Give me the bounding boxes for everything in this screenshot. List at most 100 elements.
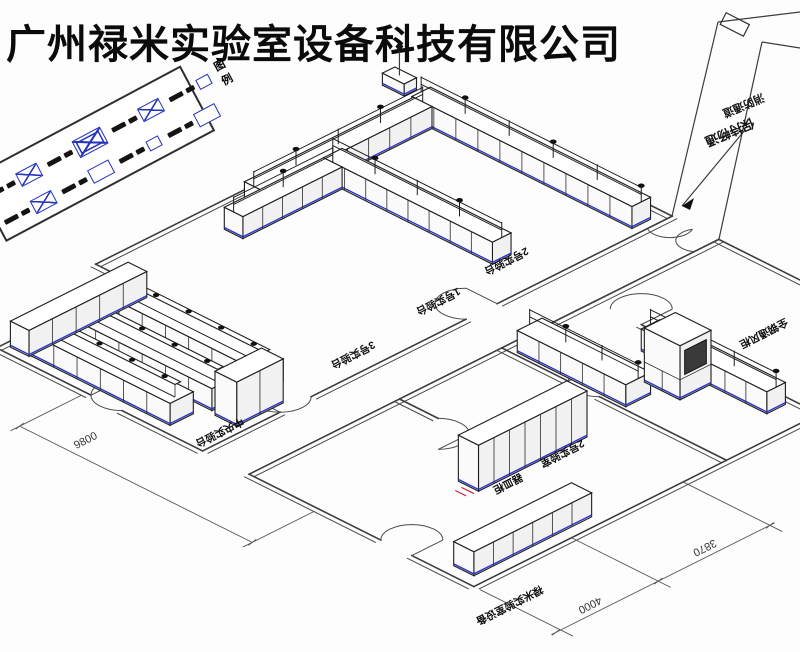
legend-text-smudge — [46, 155, 63, 168]
extension-line — [10, 394, 82, 432]
wall-line — [410, 554, 475, 588]
dim-tick — [654, 577, 663, 585]
line — [679, 363, 712, 381]
shelf-tier — [332, 145, 502, 231]
dim-tick — [15, 422, 24, 430]
wall-line — [248, 473, 382, 542]
fixture-blob — [562, 324, 570, 329]
wall-line — [243, 476, 377, 544]
legend-text-smudge — [168, 91, 185, 103]
wall-line — [406, 557, 470, 590]
fixture-blob — [138, 326, 146, 331]
legend-text-smudge — [6, 180, 17, 189]
dim-3870: 3870 — [691, 536, 718, 558]
shelf-tier — [233, 154, 334, 205]
wall-line — [116, 412, 198, 454]
low-cabinet-row — [9, 261, 149, 332]
fire-leader-arrowhead — [682, 198, 694, 210]
utility-mark — [454, 489, 467, 497]
wall-line — [207, 414, 286, 454]
legend-item — [109, 97, 166, 138]
wall-line — [713, 241, 800, 286]
wall-line — [593, 238, 720, 303]
dim-tick — [247, 539, 257, 546]
marker-diamond — [395, 41, 404, 52]
legend-symbol-small-icon — [145, 135, 163, 152]
tall-cabinet-row — [457, 380, 589, 446]
fixture-blob — [549, 139, 557, 144]
bench-base-accent — [10, 295, 148, 356]
fixture-blob — [292, 146, 300, 152]
dim-9800: 9800 — [72, 430, 99, 452]
shelf-tier — [253, 86, 423, 173]
legend-text-smudge — [61, 183, 77, 195]
fixture-blob — [279, 168, 287, 174]
wall-line — [496, 215, 674, 305]
line — [85, 315, 218, 383]
bench-base-accent — [516, 350, 651, 406]
door-leaf — [465, 287, 498, 305]
legend-text-smudge — [111, 121, 127, 134]
leader-line — [717, 11, 800, 23]
legend-text-smudge — [183, 120, 195, 130]
leader-line — [761, 41, 800, 49]
legend-symbol-xbig-icon — [71, 126, 109, 159]
fixture-blob — [185, 309, 192, 314]
low-cabinet-row — [452, 482, 593, 553]
legend-text-smudge — [127, 115, 139, 125]
legend-text-smudge — [167, 126, 183, 139]
fixture-blob — [161, 374, 168, 379]
wall-line — [500, 346, 570, 383]
door-arc — [434, 287, 467, 320]
fixture-blob — [218, 325, 225, 330]
legend-symbol-open-icon — [87, 159, 116, 185]
legend-text-smudge — [20, 207, 31, 217]
fixture-blob — [377, 104, 384, 110]
tall-cabinet — [213, 347, 285, 383]
fixture-blob — [772, 368, 780, 374]
legend-symbol-xbox-icon — [136, 97, 166, 123]
dim-line — [551, 522, 775, 636]
wall-line — [315, 321, 472, 400]
wall-line — [120, 409, 204, 453]
fixture-blob — [250, 341, 257, 346]
fixture-blob — [371, 155, 379, 161]
door-leaf — [641, 308, 673, 326]
legend-text-smudge — [0, 186, 5, 198]
wall-line — [394, 401, 434, 422]
legend-symbol-xbox-icon — [29, 190, 58, 215]
legend-text-smudge — [118, 152, 135, 165]
extension-line — [571, 537, 671, 588]
line — [132, 298, 265, 366]
dim-4000: 4000 — [576, 594, 603, 616]
bench-base-accent — [323, 177, 512, 264]
wall-line — [0, 348, 93, 397]
legend-symbol-xbox-icon — [15, 162, 44, 188]
floor-label-fume-hood: 全钢通风柜 — [737, 315, 791, 351]
wall-line — [472, 422, 800, 588]
fume-hood-sash — [684, 338, 707, 376]
fire-note-line1: 消防通道 — [721, 91, 767, 121]
shelf-tier — [529, 309, 639, 365]
company-title: 广州禄米实验室设备科技有限公司 — [6, 23, 621, 67]
fire-door-arc — [675, 228, 695, 253]
fume-hood — [643, 311, 713, 347]
leader-line — [718, 41, 763, 240]
bench-base-accent — [458, 434, 588, 491]
fire-door-arc — [646, 228, 693, 239]
extension-line — [242, 510, 315, 548]
wall-line — [478, 427, 800, 590]
fixture-blob — [204, 358, 211, 363]
bench-base-accent — [411, 116, 651, 228]
wall-line — [598, 395, 728, 462]
bench-base-accent — [382, 82, 417, 95]
dim-tick — [551, 628, 561, 636]
shelf-tier — [332, 138, 502, 224]
fixture-blob — [96, 341, 103, 346]
door-arc — [380, 524, 444, 541]
fixture-blob — [456, 198, 463, 203]
shelf-tier — [529, 316, 639, 372]
